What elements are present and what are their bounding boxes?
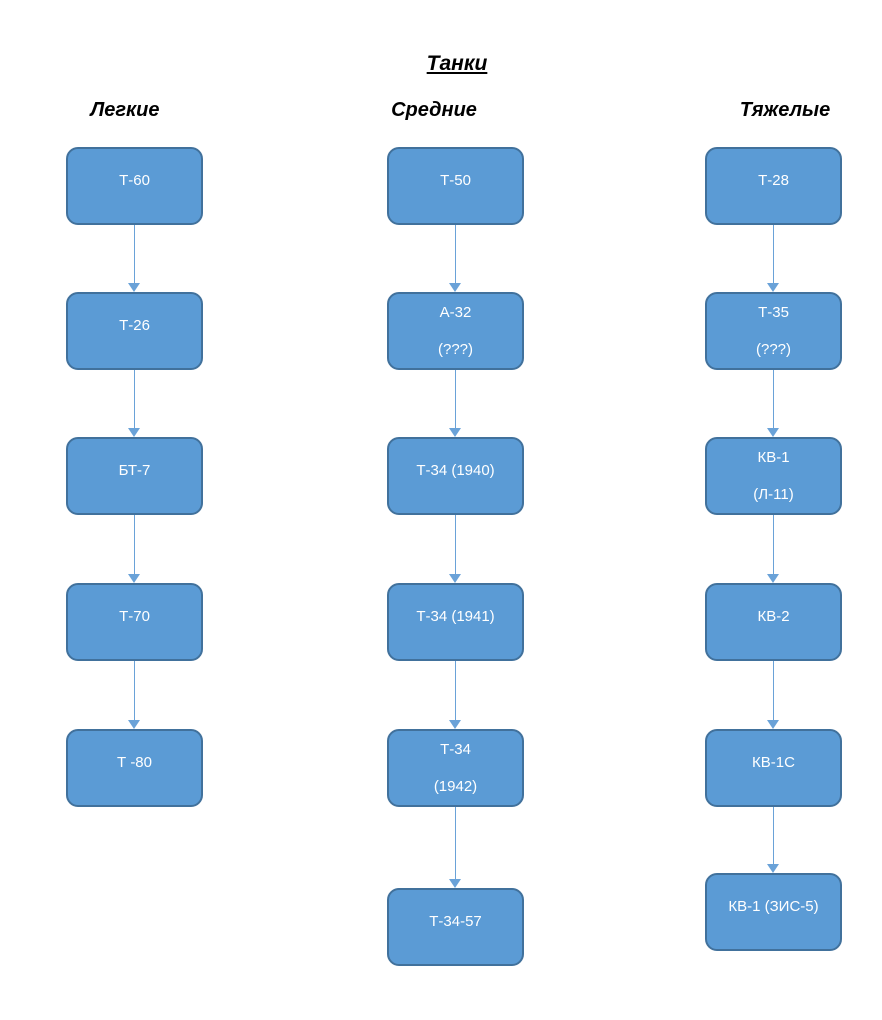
node-t35: Т-35 (???) <box>705 292 842 370</box>
arrow-connector <box>449 370 462 437</box>
node-label: А-32 <box>439 303 472 321</box>
node-label: Т-35 <box>758 303 789 321</box>
node-label: КВ-1С <box>752 754 795 771</box>
node-sublabel: (Л-11) <box>753 485 794 503</box>
arrow-connector <box>767 807 780 873</box>
node-label: Т-26 <box>119 317 150 334</box>
node-sublabel: (1942) <box>433 777 478 795</box>
arrow-connector <box>449 225 462 292</box>
arrow-connector <box>128 370 141 437</box>
arrow-connector <box>128 661 141 729</box>
node-label: Т -80 <box>116 754 152 771</box>
node-a32: А-32 (???) <box>387 292 524 370</box>
node-label: КВ-1 <box>757 448 790 466</box>
node-label: Т-50 <box>440 172 471 189</box>
arrow-connector <box>767 515 780 583</box>
arrow-connector <box>767 661 780 729</box>
node-sublabel: (???) <box>437 340 474 358</box>
column-header-light: Легкие <box>90 99 160 121</box>
node-label: КВ-1 (ЗИС-5) <box>728 898 819 915</box>
node-t28: Т-28 <box>705 147 842 225</box>
arrow-connector <box>449 807 462 888</box>
arrow-connector <box>128 515 141 583</box>
arrow-connector <box>128 225 141 292</box>
node-label: Т-70 <box>119 608 150 625</box>
node-label: Т-60 <box>119 172 150 189</box>
node-t26: Т-26 <box>66 292 203 370</box>
arrow-connector <box>767 370 780 437</box>
node-sublabel: (???) <box>755 340 792 358</box>
node-t70: Т-70 <box>66 583 203 661</box>
node-label: Т-34 <box>440 740 471 758</box>
node-t34-57: Т-34-57 <box>387 888 524 966</box>
column-header-medium: Средние <box>391 99 477 121</box>
arrow-connector <box>767 225 780 292</box>
arrow-connector <box>449 515 462 583</box>
node-kv2: КВ-2 <box>705 583 842 661</box>
node-label: Т-34 (1941) <box>416 608 495 625</box>
node-label: Т-34 (1940) <box>416 462 495 479</box>
node-label: Т-28 <box>758 172 789 189</box>
node-t50: Т-50 <box>387 147 524 225</box>
column-header-heavy: Тяжелые <box>739 99 831 121</box>
node-label: БТ-7 <box>118 462 151 479</box>
node-t80: Т -80 <box>66 729 203 807</box>
diagram-title: Танки <box>426 52 488 75</box>
node-label: Т-34-57 <box>429 913 482 930</box>
node-label: КВ-2 <box>757 608 790 625</box>
node-kv1-l11: КВ-1 (Л-11) <box>705 437 842 515</box>
arrow-connector <box>449 661 462 729</box>
node-t34-1942: Т-34 (1942) <box>387 729 524 807</box>
node-t60: Т-60 <box>66 147 203 225</box>
node-kv1s: КВ-1С <box>705 729 842 807</box>
node-bt7: БТ-7 <box>66 437 203 515</box>
node-t34-1940: Т-34 (1940) <box>387 437 524 515</box>
node-kv1-zis5: КВ-1 (ЗИС-5) <box>705 873 842 951</box>
node-t34-1941: Т-34 (1941) <box>387 583 524 661</box>
